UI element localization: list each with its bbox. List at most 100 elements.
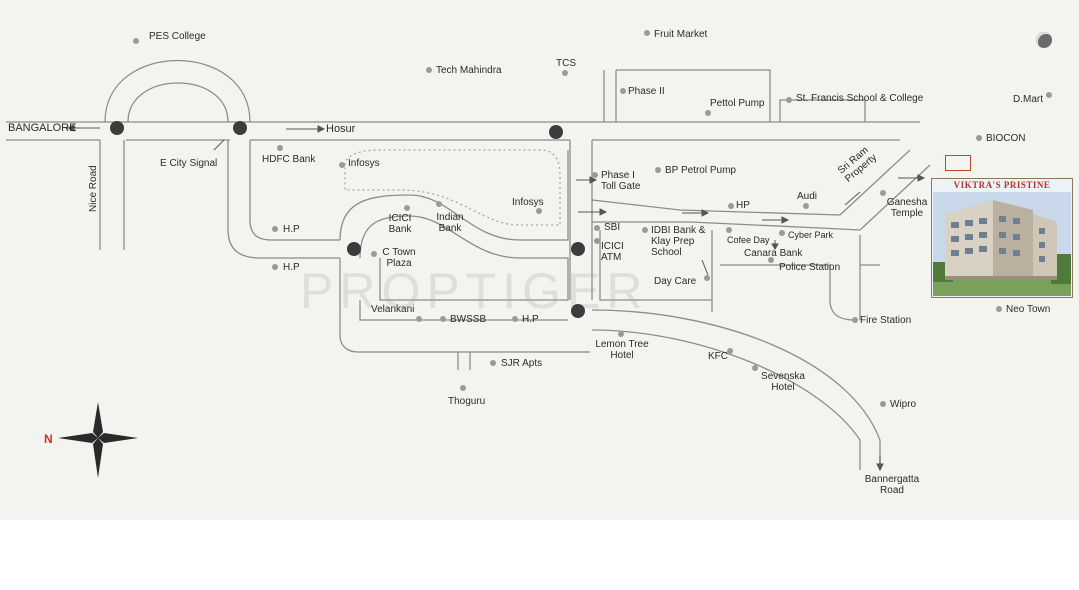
landmark-hp-3: H.P (283, 262, 300, 273)
landmark-dot (339, 162, 345, 168)
landmark-ganesha-temple: Ganesha Temple (886, 197, 928, 219)
landmark-wipro: Wipro (890, 399, 917, 410)
landmark-dot (592, 172, 598, 178)
landmark-dot (594, 238, 600, 244)
landmark-sjr-apts: SJR Apts (501, 358, 543, 369)
landmark-dot (705, 110, 711, 116)
landmark-bp-petrol-pump: BP Petrol Pump (665, 165, 736, 176)
landmark-dot (727, 348, 733, 354)
landmark-hdfc-bank: HDFC Bank (262, 154, 316, 165)
junction-marker (233, 121, 247, 135)
landmark-dot (644, 30, 650, 36)
landmark-dot (880, 401, 886, 407)
landmark-dot (976, 135, 982, 141)
landmark-dot (460, 385, 466, 391)
landmark-dot (512, 316, 518, 322)
landmark-phase-i-toll-gate: Phase I Toll Gate (601, 170, 641, 192)
landmark-thoguru: Thoguru (448, 396, 486, 407)
landmark-dot (726, 227, 732, 233)
junction-marker (571, 242, 585, 256)
landmark-dot (779, 230, 785, 236)
landmark-neo-town: Neo Town (1006, 304, 1051, 315)
landmark-cofee-day: Cofee Day (727, 235, 770, 245)
watermark: PROPTIGER (300, 263, 649, 319)
project-card: VIKTRA'S PRISTINE (931, 178, 1073, 298)
landmark-dot (655, 167, 661, 173)
landmark-dot (728, 203, 734, 209)
landmark-dot (594, 225, 600, 231)
landmark-tcs: TCS (556, 58, 576, 69)
landmark-dot (642, 227, 648, 233)
landmark-audi: Audi (797, 191, 818, 202)
landmark-icici-atm: ICICI ATM (601, 241, 624, 263)
landmark-dot (786, 97, 792, 103)
landmark-pettol-pump: Pettol Pump (710, 98, 765, 109)
landmark-dmart: D.Mart (1013, 94, 1043, 105)
landmark-idbi-bank: IDBI Bank & Klay Prep School (651, 225, 706, 258)
bannergatta-road-label: Bannergatta Road (864, 474, 920, 496)
landmark-dot (1046, 92, 1052, 98)
landmark-dot (752, 365, 758, 371)
landmark-tech-mahindra: Tech Mahindra (436, 65, 502, 76)
landmark-dot (371, 251, 377, 257)
landmark-infosys-1: Infosys (348, 158, 380, 169)
landmark-dot (426, 67, 432, 73)
landmark-dot (536, 208, 542, 214)
junction-marker (549, 125, 563, 139)
landmark-dot (704, 275, 710, 281)
landmark-dot (272, 264, 278, 270)
landmark-day-care: Day Care (654, 276, 697, 287)
landmark-sbi: SBI (604, 222, 621, 233)
compass-north-label: N (44, 432, 53, 446)
landmark-hp-4: H.P (522, 314, 539, 325)
landmark-dot (416, 316, 422, 322)
junction-marker (347, 242, 361, 256)
landmark-dot (996, 306, 1002, 312)
landmark-hp-1: HP (736, 200, 750, 211)
landmark-icici-bank: ICICI Bank (388, 213, 412, 235)
junction-marker (571, 304, 585, 318)
landmark-st-francis: St. Francis School & College (796, 93, 924, 104)
landmark-dot (768, 257, 774, 263)
bangalore-label: BANGALORE (8, 122, 77, 134)
landmark-phase-ii: Phase II (628, 86, 665, 97)
landmark-c-town-plaza: C Town Plaza (382, 247, 416, 269)
project-location-marker (945, 155, 971, 171)
landmark-fruit-market: Fruit Market (654, 29, 708, 40)
landmark-hp-2: H.P (283, 224, 300, 235)
compass-rose (58, 402, 138, 478)
landmark-fire-station: Fire Station (860, 315, 912, 326)
landmark-biocon: BIOCON (986, 133, 1026, 144)
landmark-infosys-2: Infosys (512, 197, 544, 208)
landmark-dot (490, 360, 496, 366)
landmark-kfc: KFC (708, 351, 728, 362)
landmark-bwssb: BWSSB (450, 314, 487, 325)
landmark-dot (277, 145, 283, 151)
landmark-dot (618, 331, 624, 337)
landmark-dot (562, 70, 568, 76)
landmark-police-station: Police Station (779, 262, 841, 273)
landmark-dot (436, 201, 442, 207)
road-network (6, 59, 931, 478)
landmark-dot (272, 226, 278, 232)
location-map: PROPTIGER N BANGALORE Hosur Nice Road Ba… (0, 0, 1079, 520)
landmark-velankani: Velankani (371, 304, 415, 315)
landmark-indian-bank: Indian Bank (436, 212, 464, 234)
landmark-e-city-signal: E City Signal (160, 158, 218, 169)
landmark-canara-bank: Canara Bank (744, 248, 803, 259)
landmark-lemon-tree: Lemon Tree Hotel (595, 339, 649, 361)
project-name: VIKTRA'S PRISTINE (953, 180, 1051, 190)
landmark-sevenska-hotel: Sevenska Hotel (761, 371, 805, 393)
landmark-dot (880, 190, 886, 196)
landmark-dot (803, 203, 809, 209)
landmark-dot (133, 38, 139, 44)
landmark-cyber-park: Cyber Park (788, 230, 834, 240)
landmark-dot (852, 317, 858, 323)
building-illustration (933, 192, 1071, 296)
landmark-dot (440, 316, 446, 322)
page-hole-icon (1036, 32, 1052, 48)
landmark-pes-college: PES College (149, 31, 206, 42)
hosur-label: Hosur (326, 123, 356, 135)
landmark-dot (404, 205, 410, 211)
junction-marker (110, 121, 124, 135)
